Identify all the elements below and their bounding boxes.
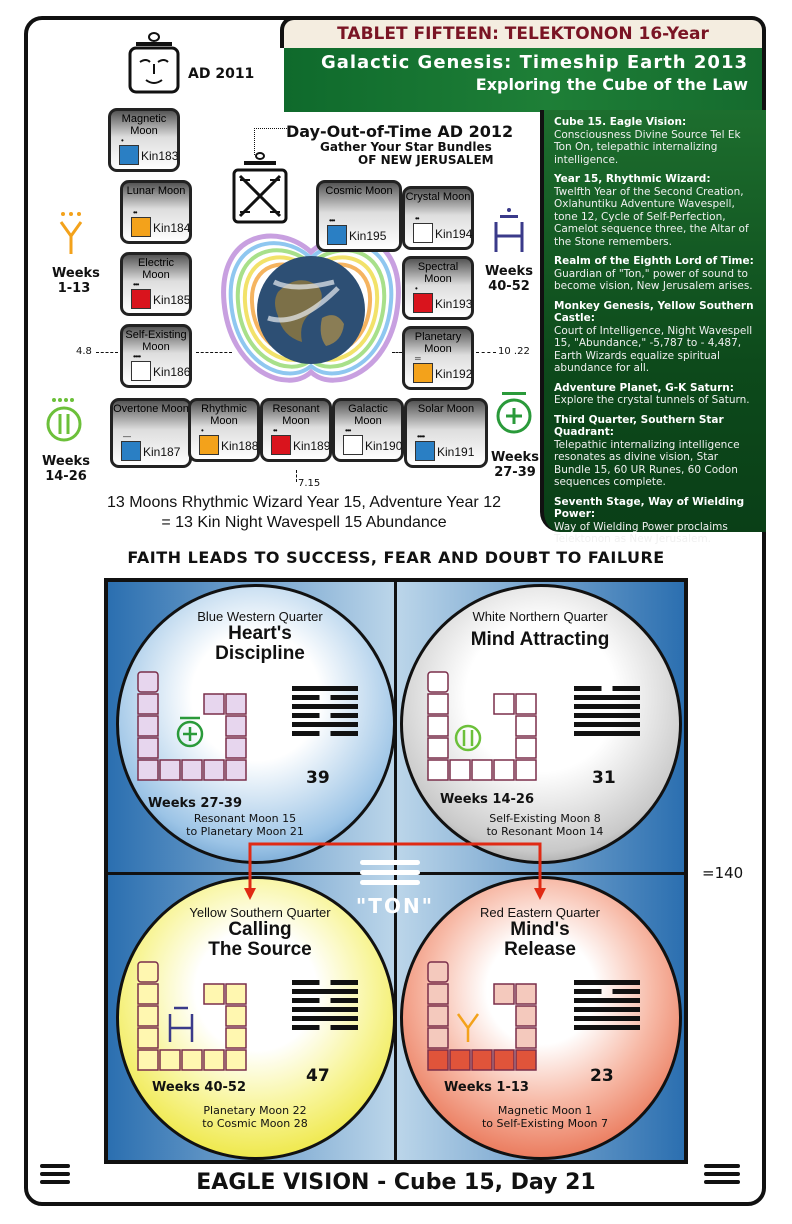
kin-glyph-icon bbox=[343, 435, 363, 455]
moon-resonant: Resonant Moon •• Kin189 bbox=[260, 398, 332, 462]
bottom-dash bbox=[296, 470, 297, 482]
kin-glyph-icon bbox=[413, 223, 433, 243]
face-glyph-icon bbox=[126, 30, 182, 96]
info-block: Adventure Planet, G-K Saturn:Explore the… bbox=[554, 381, 750, 407]
dot-connector bbox=[254, 128, 287, 155]
moon-planetary: Planetary Moon ═ Kin192 bbox=[402, 326, 474, 390]
footer-title: EAGLE VISION - Cube 15, Day 21 bbox=[196, 1170, 596, 1195]
ton-label: "TON" bbox=[355, 894, 435, 918]
green-ring-icon bbox=[44, 396, 84, 446]
weeks-14-26: Weeks 14-26 bbox=[42, 454, 90, 484]
moon-cosmic: Cosmic Moon ••• Kin195 bbox=[316, 180, 402, 252]
yellow-quarter-text: Yellow Southern Quarter Calling The Sour… bbox=[189, 905, 331, 960]
center-dash-right bbox=[392, 352, 402, 353]
moon-solar: Solar Moon •••• Kin191 bbox=[404, 398, 488, 468]
subtitle: Exploring the Cube of the Law bbox=[475, 75, 748, 94]
dot-line2: Gather Your Star Bundles bbox=[320, 140, 492, 154]
ton-arrow bbox=[242, 840, 548, 900]
main-title: Galactic Genesis: Timeship Earth 2013 bbox=[320, 52, 748, 73]
dot-title: Day-Out-of-Time AD 2012 bbox=[286, 122, 514, 141]
red-number: 23 bbox=[590, 1066, 614, 1086]
kin-glyph-icon bbox=[327, 225, 347, 245]
blue-number: 39 bbox=[306, 768, 330, 788]
info-block: Seventh Stage, Way of Wielding Power:Way… bbox=[554, 495, 745, 546]
kin-glyph-icon bbox=[415, 441, 435, 461]
pillar-icon bbox=[490, 206, 528, 256]
kin-glyph-icon bbox=[131, 289, 151, 309]
kin-glyph-icon bbox=[413, 293, 433, 313]
info-block: Year 15, Rhythmic Wizard:Twelfth Year of… bbox=[554, 173, 749, 248]
blue-cube-icon bbox=[134, 668, 254, 784]
bottom-number: 7.15 bbox=[298, 478, 321, 489]
kin-glyph-icon bbox=[271, 435, 291, 455]
left-number: 4.8 bbox=[76, 346, 92, 357]
moon-electric: Electric Moon ••• Kin185 bbox=[120, 252, 192, 316]
ton-lines-icon bbox=[360, 860, 420, 890]
info-block: Cube 15. Eagle Vision:Consciousness Divi… bbox=[554, 116, 741, 166]
moon-magnetic: Magnetic Moon • Kin183 bbox=[108, 108, 180, 172]
kin-glyph-icon bbox=[131, 361, 151, 381]
red-weeks: Weeks 1-13 bbox=[444, 1080, 529, 1095]
info-block: Realm of the Eighth Lord of Time:Guardia… bbox=[554, 255, 754, 292]
white-weeks: Weeks 14-26 bbox=[440, 792, 534, 807]
weeks-27-39: Weeks 27-39 bbox=[491, 450, 539, 480]
moon-spectral: Spectral Moon • Kin193 bbox=[402, 256, 474, 320]
right-number: 10 .22 bbox=[498, 346, 530, 357]
tablet-title: TABLET FIFTEEN: TELEKTONON 16-Year Chron… bbox=[280, 16, 766, 72]
yellow-cube-icon bbox=[134, 958, 254, 1074]
right-dash bbox=[476, 352, 496, 353]
total-label: =140 bbox=[702, 864, 744, 882]
info-block: Third Quarter, Southern Star Quadrant:Te… bbox=[554, 413, 740, 489]
footer-left-icon bbox=[40, 1164, 70, 1184]
info-panel: Cube 15. Eagle Vision:Consciousness Divi… bbox=[540, 110, 766, 545]
kin-glyph-icon bbox=[199, 435, 219, 455]
year-2011-label: AD 2011 bbox=[188, 66, 255, 82]
weeks-1-13: Weeks 1-13 bbox=[52, 266, 100, 296]
white-quarter-text: White Northern Quarter Mind Attracting bbox=[470, 609, 610, 650]
blue-quarter-text: Blue Western Quarter Heart's Discipline bbox=[197, 609, 323, 664]
caption-line2: = 13 Kin Night Wavespell 15 Abundance bbox=[161, 514, 447, 531]
moon-overtone: Overtone Moon — Kin187 bbox=[110, 398, 192, 468]
left-dash bbox=[96, 352, 118, 353]
caption-line1: 13 Moons Rhythmic Wizard Year 15, Advent… bbox=[106, 494, 501, 511]
center-dash-left bbox=[196, 352, 232, 353]
blue-weeks: Weeks 27-39 bbox=[148, 796, 242, 811]
kin-glyph-icon bbox=[119, 145, 139, 165]
weeks-40-52: Weeks 40-52 bbox=[485, 264, 533, 294]
kin-glyph-icon bbox=[121, 441, 141, 461]
red-cube-icon bbox=[424, 958, 544, 1074]
kin-glyph-icon bbox=[413, 363, 433, 383]
moon-crystal: Crystal Moon •• Kin194 bbox=[402, 186, 474, 250]
red-hexagram bbox=[574, 980, 640, 1034]
seed-tree-icon bbox=[58, 210, 84, 256]
kin-glyph-icon bbox=[131, 217, 151, 237]
yellow-number: 47 bbox=[306, 1066, 330, 1086]
yellow-hexagram bbox=[292, 980, 358, 1034]
green-plus-icon bbox=[494, 390, 534, 438]
moon-lunar: Lunar Moon •• Kin184 bbox=[120, 180, 192, 244]
yellow-weeks: Weeks 40-52 bbox=[152, 1080, 246, 1095]
moon-self-existing: Self-Existing Moon •••• Kin186 bbox=[120, 324, 192, 388]
red-quarter-text: Red Eastern Quarter Mind's Release bbox=[480, 905, 600, 960]
white-cube-icon bbox=[424, 668, 544, 784]
moon-galactic: Galactic Moon ••• Kin190 bbox=[332, 398, 404, 462]
white-hexagram bbox=[574, 686, 640, 740]
footer-right-icon bbox=[704, 1164, 740, 1184]
moon-rhythmic: Rhythmic Moon • Kin188 bbox=[188, 398, 260, 462]
blue-hexagram bbox=[292, 686, 358, 740]
title-banner: Galactic Genesis: Timeship Earth 2013 Ex… bbox=[284, 48, 762, 112]
white-number: 31 bbox=[592, 768, 616, 788]
faith-heading: FAITH LEADS TO SUCCESS, FEAR AND DOUBT T… bbox=[127, 548, 665, 567]
hunab-cube-icon bbox=[230, 150, 290, 226]
dot-line3: OF NEW JERUSALEM bbox=[358, 153, 494, 167]
info-block: Monkey Genesis, Yellow Southern Castle:C… bbox=[554, 299, 754, 375]
